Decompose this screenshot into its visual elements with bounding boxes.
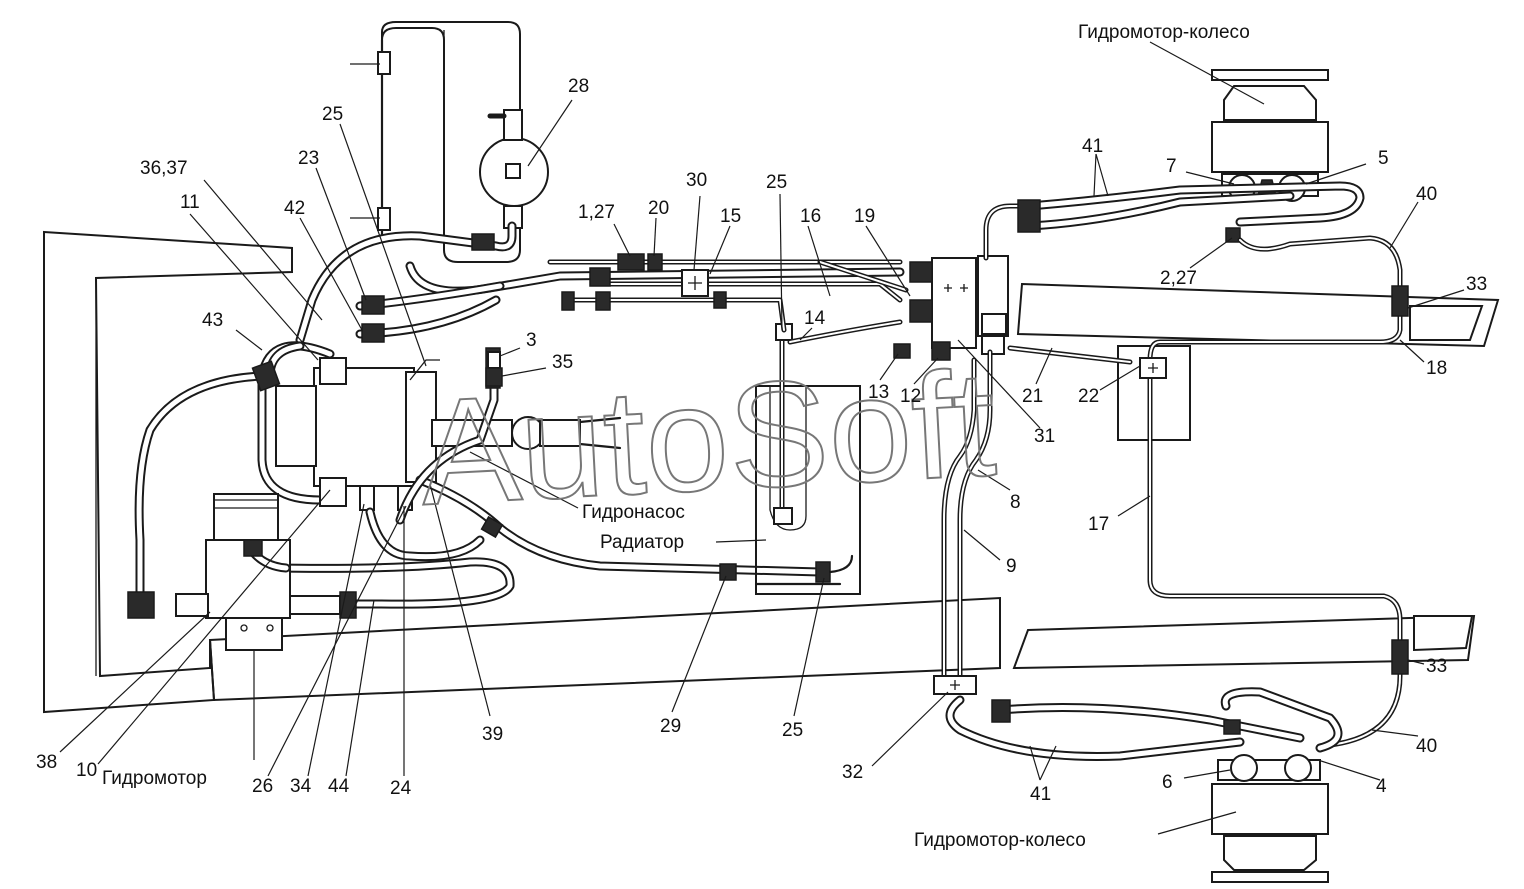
- filter-28: [479, 109, 549, 229]
- label-16: 16: [800, 206, 821, 227]
- hydropump: [275, 357, 440, 511]
- caption-hydromotor-wheel-bottom: Гидромотор-колесо: [914, 830, 1086, 851]
- leader-lines: [59, 41, 1465, 835]
- fittings-42: [251, 233, 495, 392]
- label-25-top: 25: [322, 104, 343, 125]
- caption-hydromotor: Гидромотор: [102, 768, 207, 789]
- label-30: 30: [686, 170, 707, 191]
- fittings-3-35: [485, 351, 503, 387]
- label-35: 35: [552, 352, 573, 373]
- label-31: 31: [1034, 426, 1055, 447]
- label-2-27: 2,27: [1160, 268, 1197, 289]
- hoses-41-bottom: [945, 687, 1343, 761]
- label-42: 42: [284, 198, 305, 219]
- label-24: 24: [390, 778, 412, 799]
- frame-rail-upper-right: [1016, 282, 1500, 348]
- frame-bracket-mid: [1117, 345, 1191, 441]
- valve-block: [893, 203, 1033, 361]
- pipe-run-top: [547, 253, 909, 345]
- pipes-8-9: [933, 349, 993, 695]
- label-1-27: 1,27: [578, 202, 615, 223]
- label-29: 29: [660, 716, 681, 737]
- label-20: 20: [648, 198, 669, 219]
- caption-hydropump: Гидронасос: [582, 502, 685, 523]
- label-10: 10: [76, 760, 97, 781]
- hydromotor-wheel-top: [1211, 69, 1329, 202]
- label-13: 13: [868, 382, 889, 403]
- label-41-top: 41: [1082, 136, 1103, 157]
- frame-rail-lower-right: [1012, 614, 1476, 670]
- hydromotor-wheel-bottom: [1211, 754, 1329, 883]
- label-33-bottom: 33: [1426, 656, 1447, 677]
- label-18: 18: [1426, 358, 1447, 379]
- label-39: 39: [482, 724, 503, 745]
- label-5: 5: [1378, 148, 1389, 169]
- label-8: 8: [1010, 492, 1021, 513]
- line-17: [1007, 345, 1409, 749]
- label-4: 4: [1376, 776, 1387, 797]
- caption-radiator: Радиатор: [600, 532, 684, 553]
- label-43: 43: [202, 310, 223, 331]
- label-26: 26: [252, 776, 273, 797]
- label-36-37: 36,37: [140, 158, 188, 179]
- label-25-mid: 25: [766, 172, 787, 193]
- hydraulic-tank: [350, 21, 521, 263]
- label-12: 12: [900, 386, 921, 407]
- label-40-top: 40: [1416, 184, 1437, 205]
- label-7: 7: [1166, 156, 1177, 177]
- label-9: 9: [1006, 556, 1017, 577]
- label-17: 17: [1088, 514, 1109, 535]
- label-21: 21: [1022, 386, 1043, 407]
- chassis-frame: [43, 230, 1001, 714]
- radiator-hoses: [269, 347, 854, 609]
- label-32: 32: [842, 762, 863, 783]
- label-33-top: 33: [1466, 274, 1487, 295]
- label-41-bottom: 41: [1030, 784, 1051, 805]
- caption-hydromotor-wheel-top: Гидромотор-колесо: [1078, 22, 1250, 43]
- label-34: 34: [290, 776, 312, 797]
- hoses-41-top: [1017, 181, 1409, 363]
- label-40-bottom: 40: [1416, 736, 1437, 757]
- label-25-bottom: 25: [782, 720, 803, 741]
- label-15: 15: [720, 206, 741, 227]
- label-38: 38: [36, 752, 57, 773]
- label-3: 3: [526, 330, 537, 351]
- component-captions: Гидромотор-колесо Гидромотор-колесо Гидр…: [102, 22, 1250, 851]
- label-23: 23: [298, 148, 319, 169]
- label-6: 6: [1162, 772, 1173, 793]
- part-number-labels: 28 25 23 36,37 11 42 43 3 35 1,27 20 30 …: [36, 76, 1487, 805]
- driveshaft: [431, 416, 622, 450]
- label-44: 44: [328, 776, 350, 797]
- label-11: 11: [180, 192, 200, 213]
- label-22: 22: [1078, 386, 1099, 407]
- label-28: 28: [568, 76, 589, 97]
- label-19: 19: [854, 206, 875, 227]
- label-14: 14: [804, 308, 826, 329]
- watermark: AutoSoft: [416, 339, 999, 537]
